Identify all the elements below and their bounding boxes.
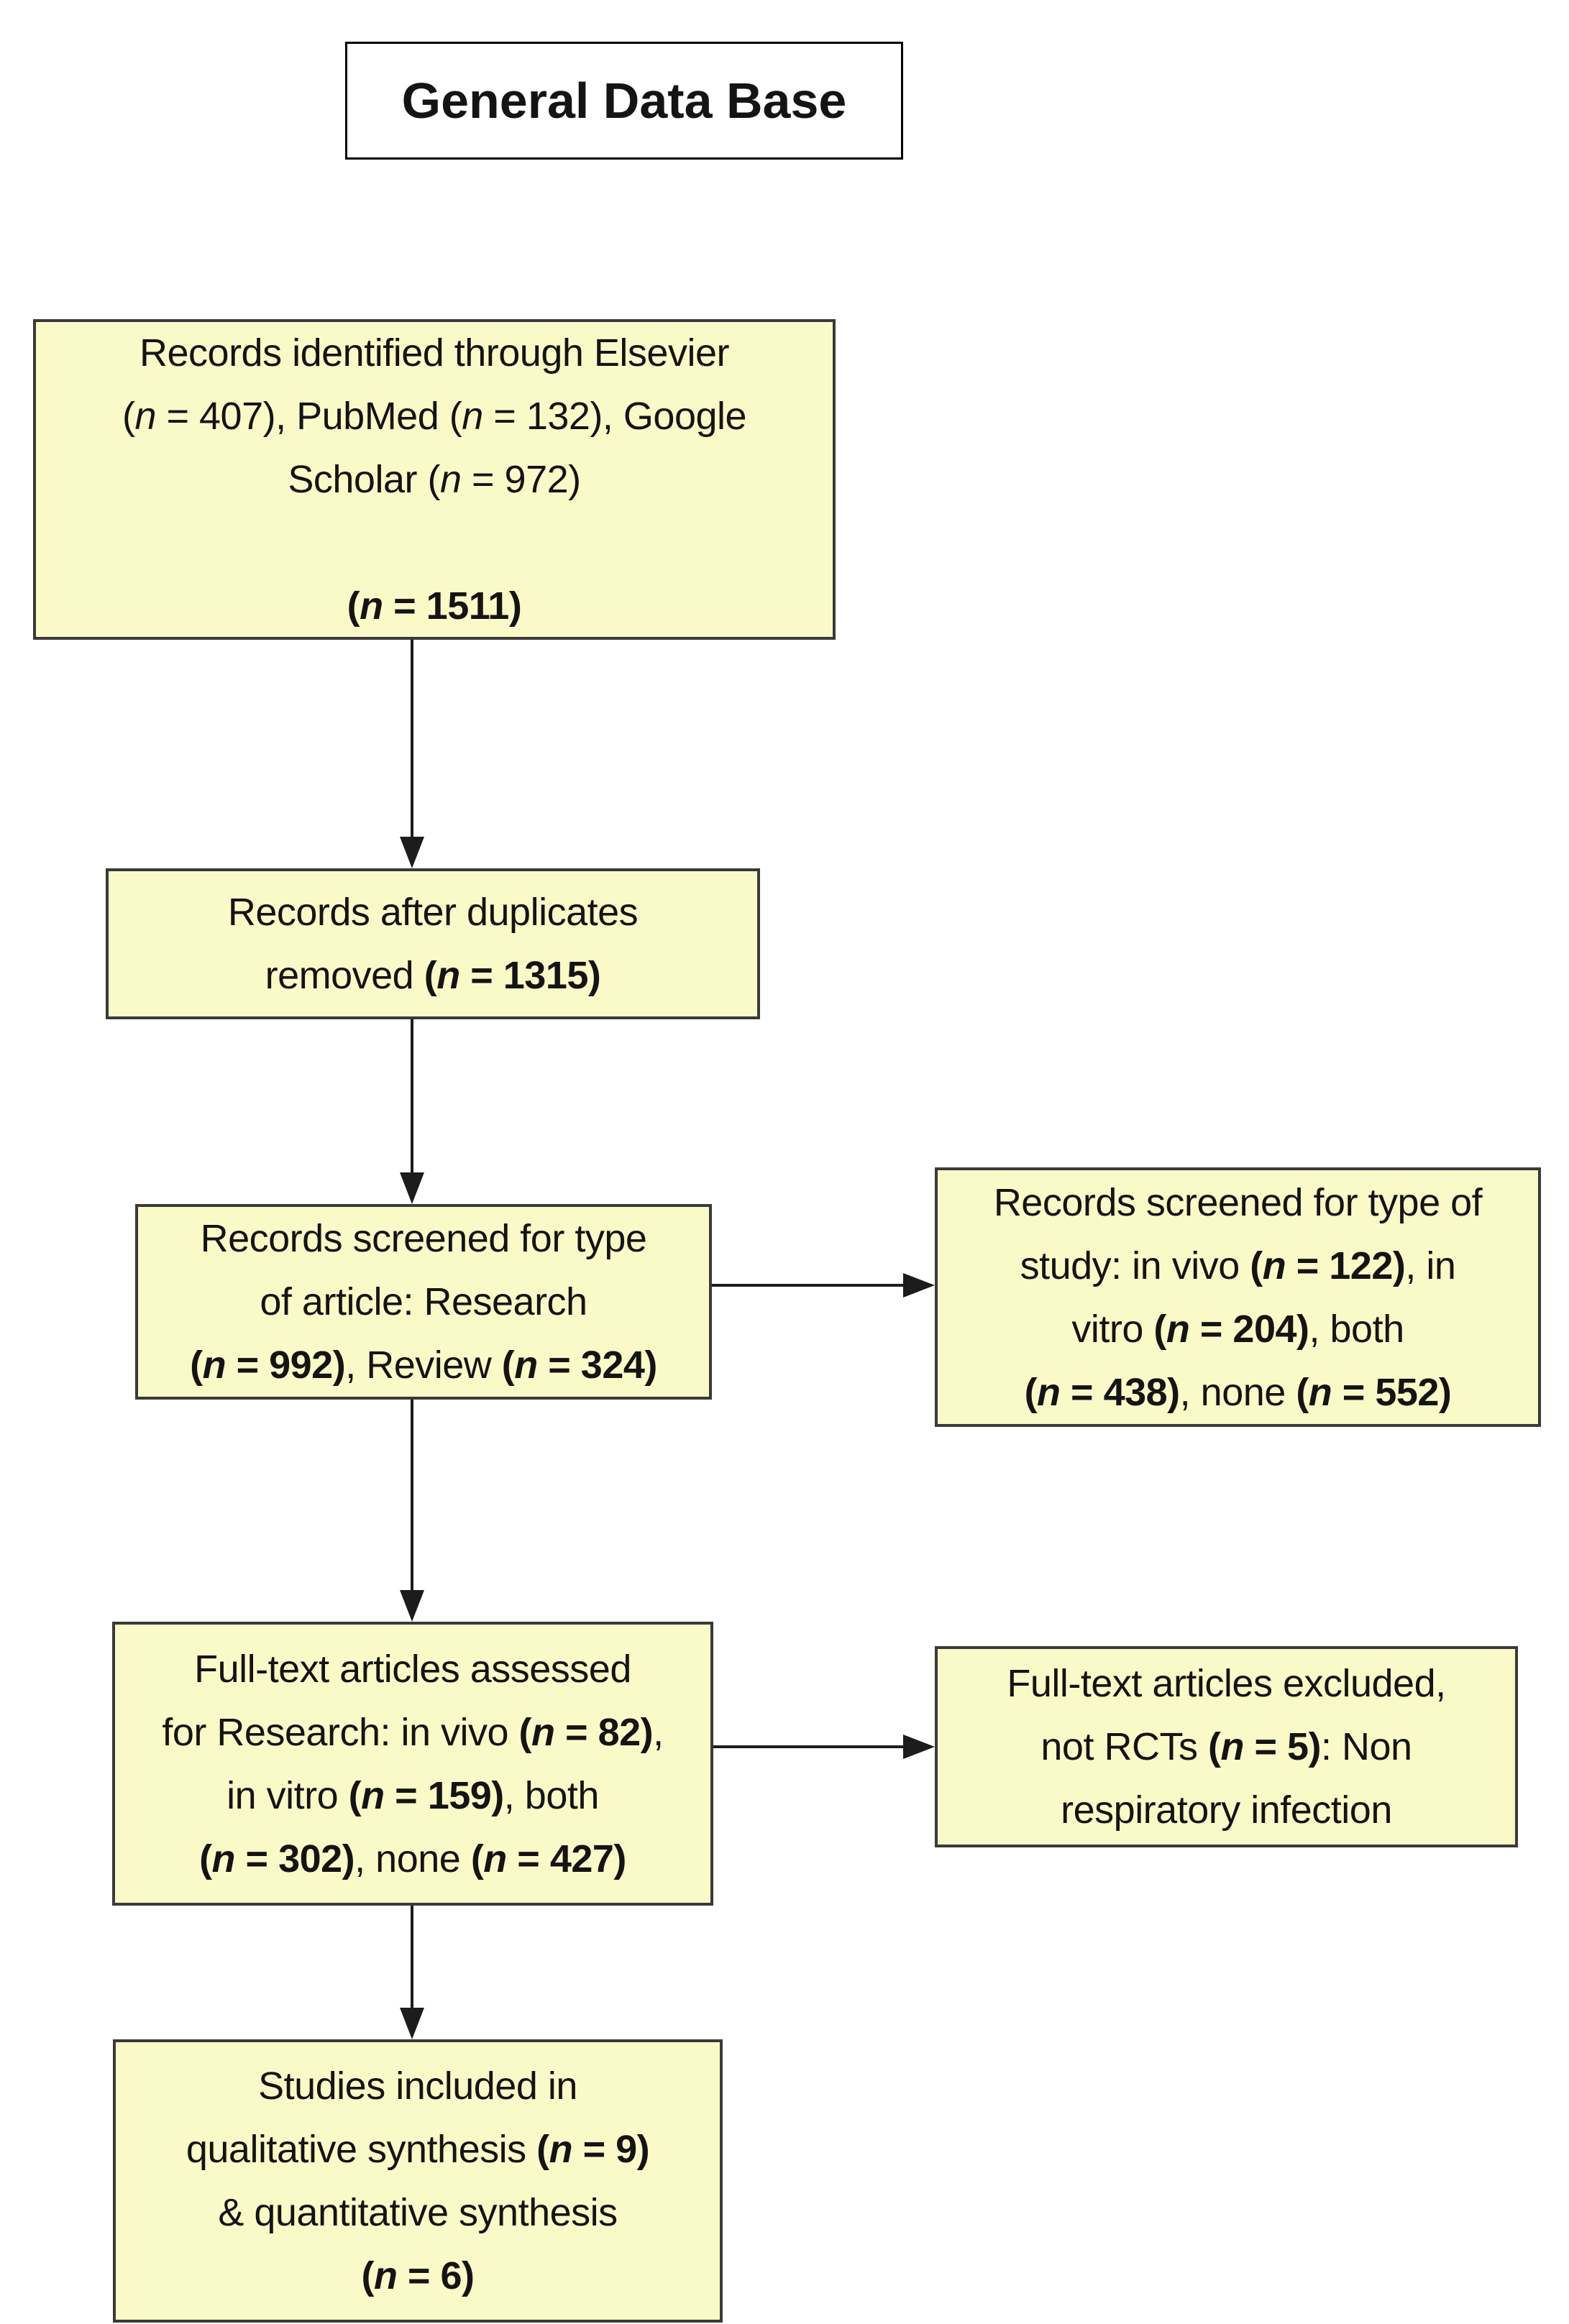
box-text-line: Records identified through Elsevier xyxy=(139,331,729,375)
arrowhead-down-icon xyxy=(400,1590,424,1622)
box-text-line: Records screened for type xyxy=(200,1217,647,1260)
box-text-line: Records after duplicates xyxy=(227,891,639,934)
box-text-line: in vitro (n = 159), both xyxy=(227,1773,599,1817)
box-screened-article: Records screened for type of article: Res… xyxy=(135,1204,712,1400)
box-text-line: (n = 992), Review (n = 324) xyxy=(190,1344,657,1387)
arrowhead-down-icon xyxy=(400,1172,424,1204)
box-text-line: (n = 302), none (n = 427) xyxy=(199,1837,626,1880)
title-box: General Data Base xyxy=(345,42,903,160)
box-text-line xyxy=(429,511,440,574)
box-screened-study: Records screened for type of study: in vi… xyxy=(935,1167,1541,1427)
box-text-line: (n = 407), PubMed (n = 132), Google xyxy=(122,395,747,438)
arrow-line xyxy=(411,640,413,840)
arrowhead-right-icon xyxy=(903,1735,935,1759)
arrowhead-down-icon xyxy=(400,837,424,868)
box-text-line: & quantitative synthesis xyxy=(218,2191,618,2234)
arrow-line xyxy=(713,1745,906,1748)
box-text-line: study: in vivo (n = 122), in xyxy=(1020,1244,1456,1287)
box-studies-included: Studies included in qualitative synthesis… xyxy=(113,2039,723,2323)
box-fulltext-excluded: Full-text articles excluded, not RCTs (n … xyxy=(935,1646,1518,1847)
arrowhead-right-icon xyxy=(903,1273,935,1298)
box-text-line: Full-text articles excluded, xyxy=(1007,1662,1446,1705)
box-text-line: for Research: in vivo (n = 82), xyxy=(162,1710,664,1754)
arrowhead-down-icon xyxy=(400,2008,424,2039)
box-text-line: not RCTs (n = 5): Non xyxy=(1040,1725,1412,1768)
box-text-line: Scholar (n = 972) xyxy=(288,458,581,501)
box-text-line: Studies included in xyxy=(258,2064,577,2108)
box-text-line: respiratory infection xyxy=(1061,1788,1392,1832)
box-text-line: Records screened for type of xyxy=(993,1180,1483,1224)
arrow-line xyxy=(712,1284,906,1287)
arrow-line xyxy=(411,1906,413,2011)
box-text-line: vitro (n = 204), both xyxy=(1071,1307,1404,1351)
box-text-line: (n = 438), none (n = 552) xyxy=(1024,1370,1452,1414)
page-title: General Data Base xyxy=(401,73,847,129)
box-text-line: of article: Research xyxy=(260,1280,587,1323)
box-duplicates-removed: Records after duplicates removed (n = 131… xyxy=(106,868,760,1019)
box-text-line: (n = 1511) xyxy=(347,584,522,628)
arrow-line xyxy=(411,1400,413,1593)
box-text-line: removed (n = 1315) xyxy=(265,954,601,997)
box-text-line: Full-text articles assessed xyxy=(194,1647,631,1691)
arrow-line xyxy=(411,1019,413,1175)
box-fulltext-assessed: Full-text articles assessed for Research:… xyxy=(112,1622,713,1906)
box-text-line: qualitative synthesis (n = 9) xyxy=(186,2128,650,2171)
box-records-identified: Records identified through Elsevier (n = … xyxy=(33,319,836,640)
box-text-line: (n = 6) xyxy=(361,2254,475,2297)
